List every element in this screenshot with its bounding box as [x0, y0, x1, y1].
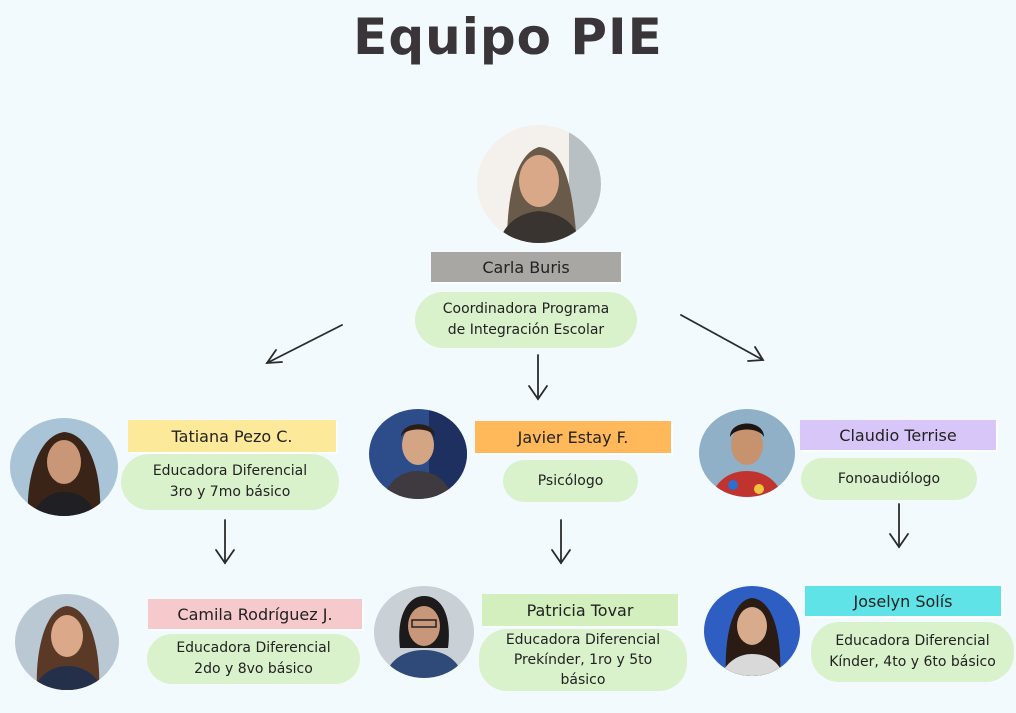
role-line: Educadora Diferencial: [176, 640, 331, 656]
claudio-photo: [699, 409, 795, 497]
patricia-name-tag: Patricia Tovar: [482, 594, 678, 626]
role-line: Educadora Diferencial: [505, 632, 661, 648]
tatiana-name-tag: Tatiana Pezo C.: [128, 420, 336, 452]
joselyn-role: Educadora Diferencial Kínder, 4to y 6to …: [811, 622, 1014, 682]
arrow-to-javier: [528, 354, 548, 401]
person-photo-icon: [15, 594, 119, 690]
role-line: Educadora Diferencial: [152, 463, 308, 479]
tatiana-role: Educadora Diferencial 3ro y 7mo básico: [121, 454, 339, 510]
role-line: Kínder, 4to y 6to básico: [829, 654, 996, 670]
javier-role: Psicólogo: [503, 460, 638, 502]
camila-name-tag: Camila Rodríguez J.: [148, 599, 362, 629]
person-photo-icon: [374, 586, 474, 678]
role-line: Fonoaudiólogo: [837, 470, 941, 487]
person-photo-icon: [477, 125, 601, 243]
arrow-to-tatiana: [265, 324, 343, 365]
carla-photo: [477, 125, 601, 243]
role-line: 3ro y 7mo básico: [169, 484, 291, 500]
role-line: de Integración Escolar: [447, 322, 605, 338]
joselyn-name-tag: Joselyn Solís: [805, 586, 1001, 616]
camila-photo: [15, 594, 119, 690]
camila-role: Educadora Diferencial 2do y 8vo básico: [147, 634, 360, 684]
carla-role: Coordinadora Programa de Integración Esc…: [415, 292, 637, 348]
arrow-to-claudio: [680, 314, 765, 362]
patricia-role: Educadora Diferencial Prekínder, 1ro y 5…: [479, 629, 687, 691]
page-title: Equipo PIE: [353, 8, 663, 66]
person-photo-icon: [699, 409, 795, 497]
role-line: Prekínder, 1ro y 5to: [513, 652, 653, 668]
role-line: Psicólogo: [537, 472, 604, 489]
tatiana-photo: [10, 418, 118, 516]
person-photo-icon: [704, 586, 800, 676]
arrow-to-patricia: [551, 519, 571, 565]
arrow-to-camila: [215, 519, 235, 565]
arrow-to-joselyn: [889, 503, 909, 549]
role-line: 2do y 8vo básico: [194, 661, 313, 677]
person-photo-icon: [10, 418, 118, 516]
javier-photo: [369, 409, 467, 499]
claudio-role: Fonoaudiólogo: [801, 458, 977, 500]
role-line: básico: [560, 672, 606, 688]
claudio-name-tag: Claudio Terrise: [800, 420, 996, 450]
carla-name-tag: Carla Buris: [431, 252, 621, 282]
joselyn-photo: [704, 586, 800, 676]
person-photo-icon: [369, 409, 467, 499]
role-line: Coordinadora Programa: [442, 301, 610, 317]
role-line: Educadora Diferencial: [835, 633, 990, 649]
patricia-photo: [374, 586, 474, 678]
javier-name-tag: Javier Estay F.: [475, 421, 671, 453]
